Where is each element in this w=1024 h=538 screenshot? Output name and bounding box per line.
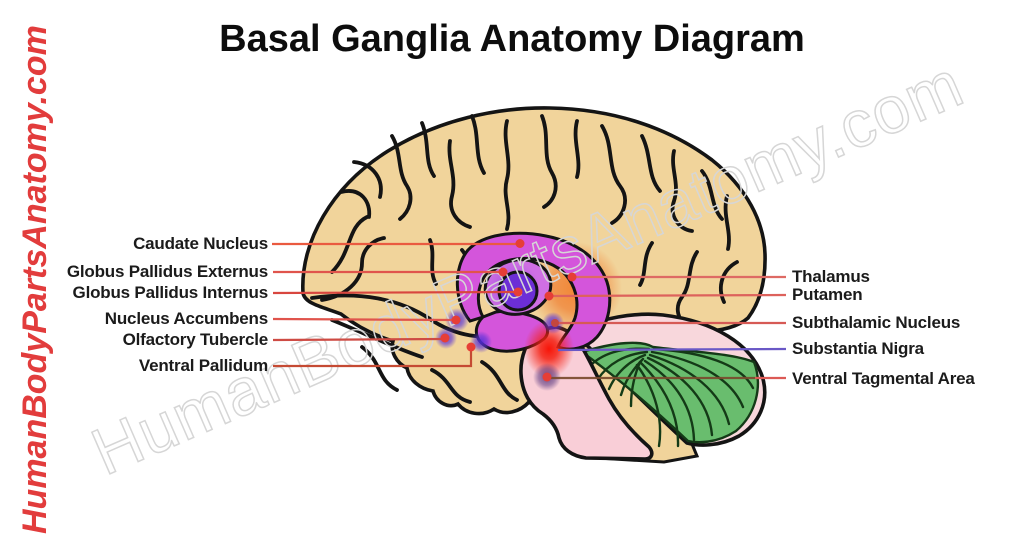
leader-putamen — [548, 293, 787, 298]
label-ventral-tagmental-area: Ventral Tagmental Area — [792, 369, 975, 388]
leader-substantia-nigra — [557, 347, 787, 352]
watermark-vertical-left: HumanBodyPartsAnatomy.com — [16, 25, 54, 534]
leader-ventral-pallidum — [273, 349, 473, 368]
cerebellum-folia-stripes — [587, 347, 755, 448]
label-thalamus: Thalamus — [792, 267, 870, 286]
page-title: Basal Ganglia Anatomy Diagram — [219, 18, 805, 60]
substantia-nigra-glow — [524, 320, 574, 378]
leader-nucleus-accumbens — [272, 317, 456, 322]
label-globus-pallidus-externus: Globus Pallidus Externus — [66, 262, 268, 281]
label-caudate-nucleus: Caudate Nucleus — [133, 234, 268, 253]
label-substantia-nigra: Substantia Nigra — [792, 339, 924, 358]
leader-olfactory-tubercle — [272, 337, 445, 342]
leader-globus-pallidus-internus — [272, 290, 518, 295]
ventral-pallidum-glow — [470, 331, 492, 353]
label-subthalamic-nucleus: Subthalamic Nucleus — [792, 313, 961, 332]
label-globus-pallidus-internus: Globus Pallidus Internus — [72, 283, 269, 302]
label-nucleus-accumbens: Nucleus Accumbens — [104, 309, 268, 328]
label-ventral-pallidum: Ventral Pallidum — [138, 356, 268, 375]
leader-dots — [440, 239, 577, 382]
leader-lines — [272, 242, 787, 380]
label-putamen: Putamen — [792, 285, 863, 304]
label-olfactory-tubercle: Olfactory Tubercle — [122, 330, 269, 349]
cerebellum — [569, 312, 767, 448]
